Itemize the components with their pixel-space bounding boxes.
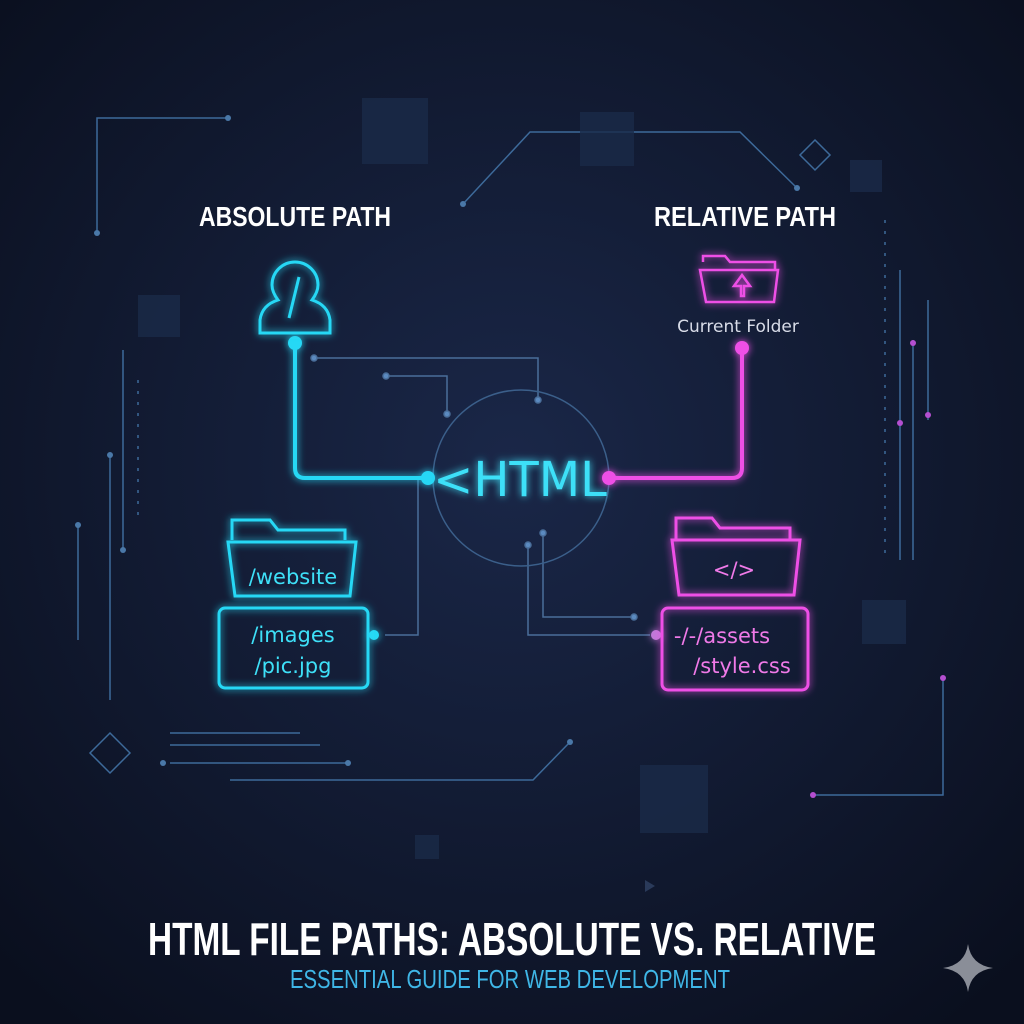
code-folder-label: </> xyxy=(713,558,755,582)
diamond-shape xyxy=(88,731,132,775)
absolute-path-line: /images xyxy=(251,623,334,647)
sparkle-icon xyxy=(943,944,993,992)
user-root-slash-icon xyxy=(258,260,332,335)
website-folder-label: /website xyxy=(249,565,337,589)
subtitle: ESSENTIAL GUIDE FOR WEB DEVELOPMENT xyxy=(290,964,730,994)
html-label: <HTML xyxy=(433,452,607,508)
relative-connector xyxy=(602,341,749,640)
main-title: HTML FILE PATHS: ABSOLUTE VS. RELATIVE xyxy=(148,913,876,965)
relative-path-line: /style.css xyxy=(693,654,791,678)
folder-upload-icon xyxy=(698,254,780,304)
relative-path-line: -/-/assets xyxy=(674,624,770,648)
decorative-circuit-lines xyxy=(75,115,946,892)
decorative-squares xyxy=(138,98,906,859)
code-folder-icon xyxy=(670,516,802,597)
website-folder-icon xyxy=(226,518,358,598)
absolute-connector xyxy=(288,336,435,640)
current-folder-label: Current Folder xyxy=(677,317,799,337)
diamond-shape xyxy=(798,138,832,172)
absolute-path-box xyxy=(217,606,370,690)
relative-path-heading: RELATIVE PATH xyxy=(654,201,836,232)
absolute-path-line: /pic.jpg xyxy=(255,654,332,678)
absolute-path-heading: ABSOLUTE PATH xyxy=(199,201,391,232)
thin-connectors xyxy=(310,354,650,636)
relative-path-box xyxy=(660,606,810,692)
